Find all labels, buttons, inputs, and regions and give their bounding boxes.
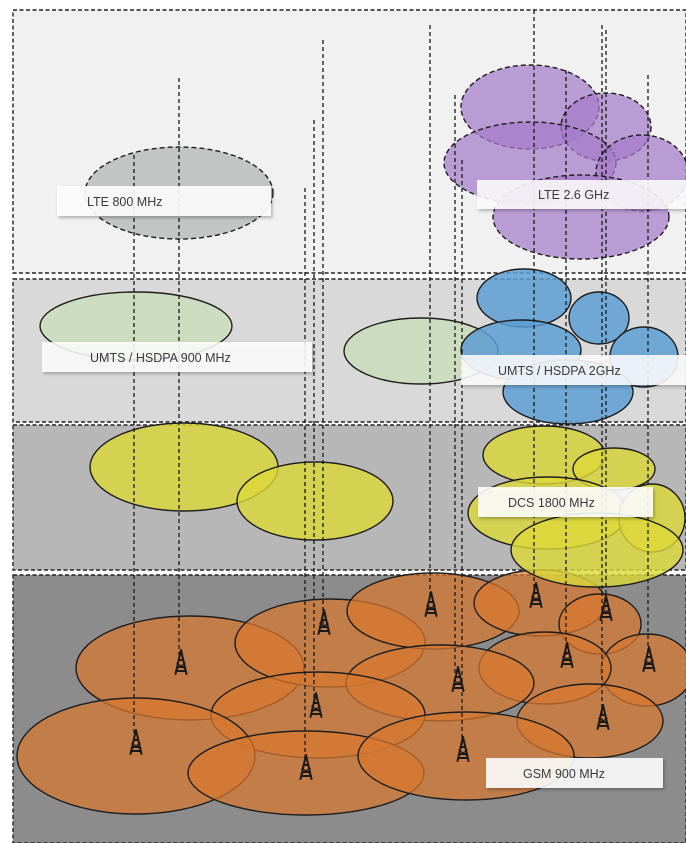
label-umts900: UMTS / HSDPA 900 MHz (42, 342, 312, 372)
tower-lines (133, 10, 649, 760)
layer-labels: LTE 800 MHz LTE 2.6 GHz UMTS / HSDPA 900… (42, 180, 686, 788)
label-dcs1800-text: DCS 1800 MHz (508, 496, 595, 510)
label-gsm900: GSM 900 MHz (486, 758, 663, 788)
label-umts2-text: UMTS / HSDPA 2GHz (498, 364, 621, 378)
label-lte800-text: LTE 800 MHz (87, 195, 163, 209)
label-lte26-text: LTE 2.6 GHz (538, 188, 609, 202)
label-lte800: LTE 800 MHz (57, 186, 271, 216)
label-dcs1800: DCS 1800 MHz (478, 487, 653, 517)
label-umts900-text: UMTS / HSDPA 900 MHz (90, 351, 231, 365)
dcs-cell (510, 512, 684, 588)
label-lte26: LTE 2.6 GHz (477, 180, 686, 209)
dcs-cell (236, 461, 394, 541)
umts2-cell (476, 268, 572, 328)
label-gsm900-text: GSM 900 MHz (523, 767, 605, 781)
label-umts2: UMTS / HSDPA 2GHz (461, 355, 686, 385)
umts2-cell (568, 291, 630, 345)
